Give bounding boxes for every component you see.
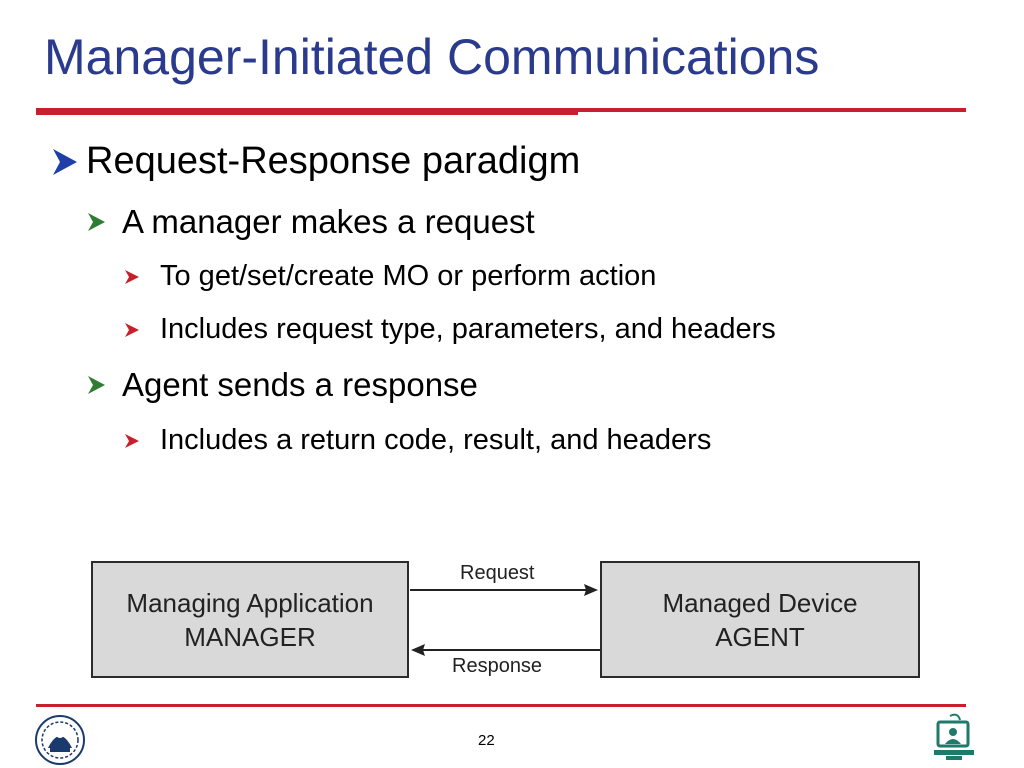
manager-box-line2: MANAGER: [184, 621, 316, 652]
response-arrow-head: [411, 644, 425, 656]
bullet-text: To get/set/create MO or perform action: [160, 260, 657, 292]
bullet-text: Request-Response paradigm: [86, 140, 581, 182]
manager-box: Managing Application MANAGER: [91, 561, 409, 678]
page-title: Manager-Initiated Communications: [44, 29, 820, 85]
arrow-bullet-icon: [88, 376, 105, 394]
footer-rule: [36, 704, 966, 707]
bullet-level2: Agent sends a response: [86, 366, 478, 404]
page-number: 22: [478, 732, 495, 749]
bullet-level3: Includes request type, parameters, and h…: [124, 313, 776, 346]
request-arrow-head: [584, 584, 598, 596]
title-underline-thin: [578, 108, 966, 112]
arrow-bullet-icon: [53, 148, 77, 175]
arrow-bullet-icon: [125, 433, 139, 448]
agent-box: Managed Device AGENT: [600, 561, 920, 678]
bullet-text: A manager makes a request: [122, 203, 535, 240]
computer-user-icon: [934, 713, 974, 760]
title-underline: [36, 108, 966, 115]
title-underline-thick: [36, 108, 578, 115]
bullet-level3: Includes a return code, result, and head…: [124, 424, 711, 457]
bullet-text: Includes a return code, result, and head…: [160, 424, 712, 456]
bullet-level1: Request-Response paradigm: [50, 140, 580, 183]
bullet-text: Agent sends a response: [122, 366, 478, 403]
arrow-bullet-icon: [88, 213, 105, 231]
agent-box-line1: Managed Device: [662, 587, 858, 618]
bullet-level2: A manager makes a request: [86, 203, 535, 241]
request-label: Request: [460, 562, 535, 584]
bullet-text: Includes request type, parameters, and h…: [160, 313, 776, 345]
arrow-bullet-icon: [125, 322, 139, 337]
university-seal-icon: [35, 715, 85, 765]
agent-box-line2: AGENT: [715, 621, 805, 652]
response-label: Response: [452, 655, 543, 677]
arrow-bullet-icon: [125, 269, 139, 284]
bullet-level3: To get/set/create MO or perform action: [124, 260, 656, 293]
manager-box-line1: Managing Application: [126, 587, 374, 618]
